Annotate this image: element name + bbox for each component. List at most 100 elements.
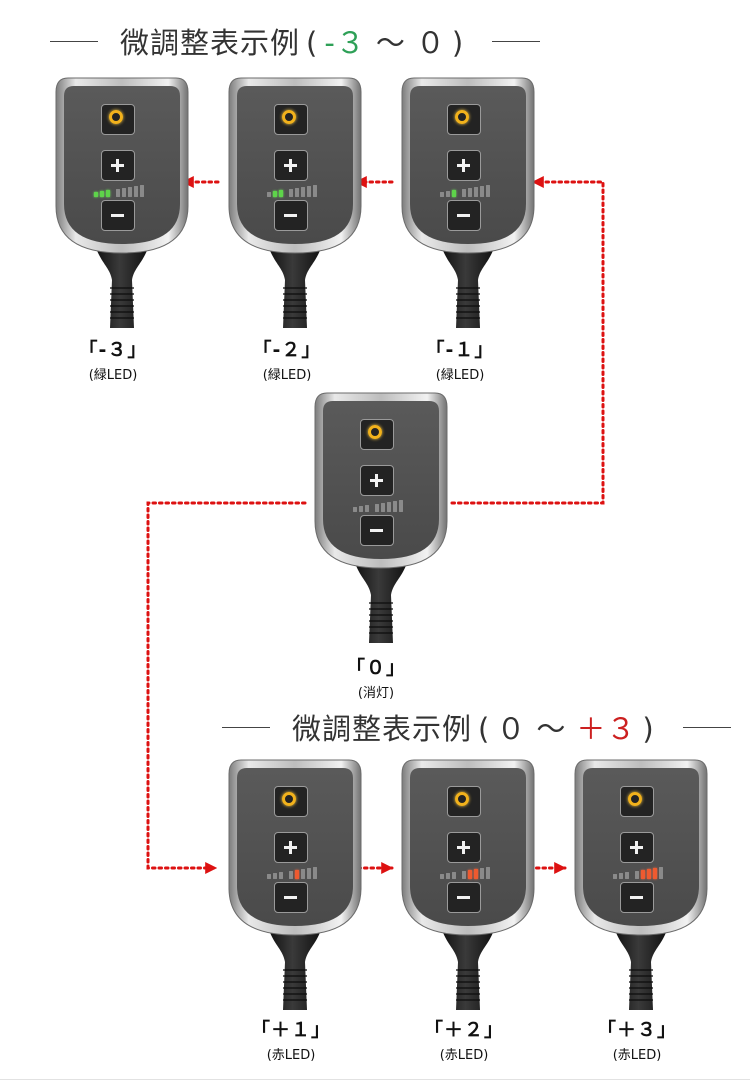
- power-icon: [282, 792, 296, 806]
- led-segment: [94, 192, 98, 197]
- caption-value: 「＋３」: [596, 1019, 677, 1041]
- led-segment: [452, 190, 456, 197]
- caption-plus1: 「＋１」 (赤LED): [221, 1015, 361, 1063]
- led-segment: [116, 189, 120, 197]
- heading-open-paren: (: [478, 712, 491, 746]
- led-segment: [480, 868, 484, 879]
- caption-value: 「-１」: [425, 339, 495, 361]
- led-segment: [289, 189, 293, 197]
- heading-rule-left: [50, 40, 98, 42]
- power-button[interactable]: [274, 786, 308, 817]
- led-indicator: [353, 492, 413, 512]
- led-segment: [446, 873, 450, 879]
- led-segment: [462, 871, 466, 879]
- led-segment: [440, 192, 444, 197]
- led-segment: [480, 186, 484, 197]
- power-button[interactable]: [274, 104, 308, 135]
- plus-button[interactable]: [101, 150, 135, 181]
- led-segment: [375, 504, 379, 512]
- power-icon: [282, 110, 296, 124]
- plus-button[interactable]: [360, 465, 394, 496]
- heading-label: 微調整表示例: [120, 26, 301, 60]
- power-button[interactable]: [101, 104, 135, 135]
- arrow-zero-to-plus1: [146, 501, 307, 874]
- minus-button[interactable]: [447, 882, 481, 913]
- led-indicator: [267, 859, 327, 879]
- heading-range-from: ０: [496, 712, 527, 746]
- plus-button[interactable]: [447, 832, 481, 863]
- controller-plus1: [225, 759, 365, 1010]
- led-segment: [393, 501, 397, 512]
- arrow-zero-to-minus1: [450, 176, 605, 505]
- plus-button[interactable]: [274, 832, 308, 863]
- caption-value: 「-３」: [78, 339, 148, 361]
- led-segment: [301, 869, 305, 879]
- led-segment: [359, 506, 363, 512]
- led-segment: [474, 869, 478, 879]
- led-segment: [365, 505, 369, 512]
- minus-button[interactable]: [274, 200, 308, 231]
- power-icon: [455, 110, 469, 124]
- minus-button[interactable]: [620, 882, 654, 913]
- led-indicator: [613, 859, 673, 879]
- caption-led: (赤LED): [612, 1048, 662, 1063]
- caption-led: (赤LED): [266, 1048, 316, 1063]
- minus-button[interactable]: [101, 200, 135, 231]
- led-segment: [267, 874, 271, 879]
- led-segment: [100, 191, 104, 197]
- caption-value: 「-２」: [252, 339, 322, 361]
- plus-button[interactable]: [274, 150, 308, 181]
- heading-text: 微調整表示例(０～＋３): [292, 706, 661, 748]
- caption-minus1: 「-１」 (緑LED): [390, 335, 530, 383]
- heading-range-to: ０: [415, 26, 446, 60]
- heading-rule-left: [222, 726, 270, 728]
- led-segment: [399, 500, 403, 512]
- caption-plus2: 「＋２」 (赤LED): [394, 1015, 534, 1063]
- led-segment: [486, 185, 490, 197]
- power-button[interactable]: [447, 104, 481, 135]
- heading-range-to: ＋３: [576, 712, 637, 746]
- minus-button[interactable]: [360, 515, 394, 546]
- led-segment: [273, 191, 277, 197]
- controller-zero: [311, 392, 451, 643]
- heading-positive-range: 微調整表示例(０～＋３): [222, 706, 731, 748]
- controller-plus3: [571, 759, 711, 1010]
- led-segment: [307, 186, 311, 197]
- led-segment: [295, 188, 299, 197]
- plus-button[interactable]: [447, 150, 481, 181]
- led-segment: [486, 867, 490, 879]
- led-segment: [635, 871, 639, 879]
- led-segment: [313, 185, 317, 197]
- power-button[interactable]: [620, 786, 654, 817]
- led-segment: [273, 873, 277, 879]
- caption-led: (赤LED): [439, 1048, 489, 1063]
- heading-close-paren: ): [451, 26, 465, 60]
- led-segment: [440, 874, 444, 879]
- plus-button[interactable]: [620, 832, 654, 863]
- led-segment: [122, 188, 126, 197]
- heading-text: 微調整表示例(-３～０): [120, 20, 470, 62]
- power-icon: [109, 110, 123, 124]
- led-segment: [301, 187, 305, 197]
- controller-minus1: [398, 77, 538, 328]
- caption-led: (緑LED): [88, 368, 138, 383]
- heading-close-paren: ): [642, 712, 655, 746]
- controller-body: [228, 77, 362, 328]
- minus-button[interactable]: [447, 200, 481, 231]
- power-button[interactable]: [447, 786, 481, 817]
- led-indicator: [440, 177, 500, 197]
- caption-led: (緑LED): [262, 368, 312, 383]
- power-button[interactable]: [360, 419, 394, 450]
- led-segment: [140, 185, 144, 197]
- caption-value: 「＋２」: [423, 1019, 504, 1041]
- led-segment: [641, 870, 645, 879]
- led-segment: [452, 872, 456, 879]
- led-segment: [279, 190, 283, 197]
- caption-minus3: 「-３」 (緑LED): [43, 335, 183, 383]
- minus-button[interactable]: [274, 882, 308, 913]
- led-indicator: [440, 859, 500, 879]
- controller-minus2: [225, 77, 365, 328]
- caption-minus2: 「-２」 (緑LED): [217, 335, 357, 383]
- controller-plus2: [398, 759, 538, 1010]
